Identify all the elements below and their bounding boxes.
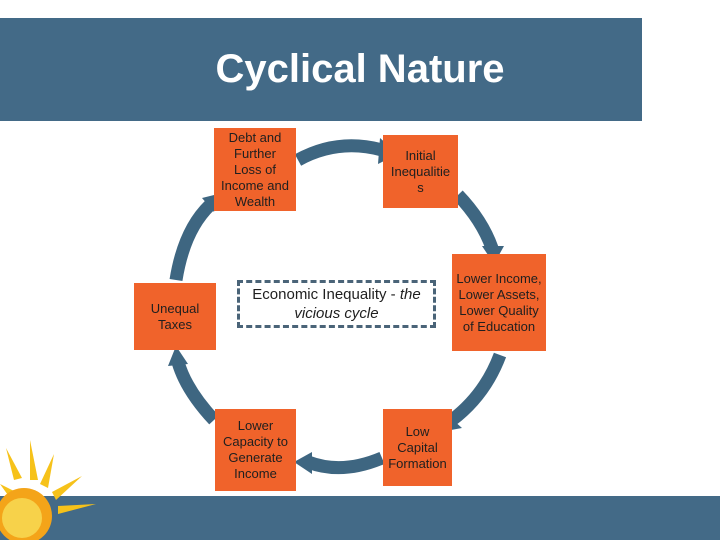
arrow-lower-income-to-low-capital (447, 352, 507, 426)
arrow-initial-to-lower-income (453, 190, 499, 251)
center-label-main: Economic Inequality - (252, 286, 400, 303)
arrow-debt-to-initial (294, 139, 384, 166)
arrowhead-5 (168, 346, 188, 366)
footer-banner (0, 496, 720, 540)
node-initial-inequalities: Initial Inequalitie s (383, 135, 458, 208)
center-label: Economic Inequality - the vicious cycle (237, 280, 436, 328)
node-debt-loss: Debt and Further Loss of Income and Weal… (214, 128, 296, 211)
center-label-italic: the vicious cycle (294, 286, 421, 322)
arrowhead-4 (294, 452, 312, 474)
slide-title: Cyclical Nature (215, 47, 505, 91)
node-lower-income: Lower Income, Lower Assets, Lower Qualit… (452, 254, 546, 351)
node-unequal-taxes: Unequal Taxes (134, 283, 216, 350)
arrow-lower-capacity-to-unequal (171, 360, 219, 425)
title-banner (0, 18, 642, 121)
sun-logo (0, 440, 96, 540)
arrow-unequal-to-debt (169, 200, 215, 282)
arrow-low-capital-to-lower-capacity (305, 451, 385, 475)
node-low-capital-formation: Low Capital Formation (383, 409, 452, 486)
node-lower-capacity: Lower Capacity to Generate Income (215, 409, 296, 491)
